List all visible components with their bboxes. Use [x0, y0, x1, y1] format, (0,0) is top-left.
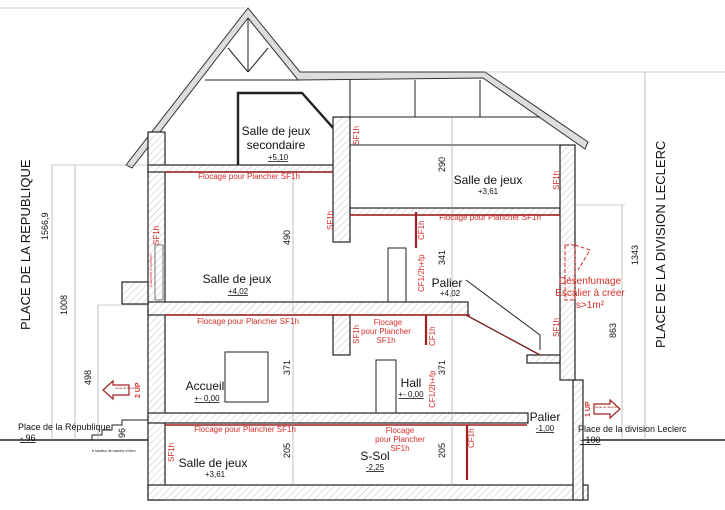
- dim-290: 290: [437, 157, 447, 172]
- room-level: +- 0,00: [398, 390, 424, 399]
- room-level: +4,02: [440, 289, 461, 298]
- dim-341: 341: [437, 250, 447, 265]
- roof: [0, 7, 725, 169]
- dim-1008: 1008: [59, 295, 69, 315]
- street-title-left: PLACE DE LA REPUBLIQUE: [18, 159, 33, 330]
- room-name: Hall: [401, 376, 422, 390]
- sf1h-label: SF1h: [352, 325, 361, 344]
- room-name: Palier: [530, 410, 561, 424]
- room-name: Salle de jeux: [454, 173, 523, 187]
- fire-note-flocage-l1: Flocage: [386, 426, 415, 435]
- dim-1343: 1343: [630, 245, 640, 265]
- dim-96: 96: [117, 428, 127, 438]
- room-name: Accueil: [186, 379, 225, 393]
- sf1h-label: SF1h: [167, 443, 176, 462]
- sf1h-label: SF1h: [326, 211, 335, 230]
- fire-note-flocage-l3: SF1h: [390, 444, 409, 453]
- exit-units: 2 UP: [135, 382, 142, 398]
- fire-note-flocage-l1: Flocage: [374, 318, 403, 327]
- exit-arrow-icon: [102, 379, 130, 401]
- dim-371-a: 371: [282, 360, 292, 375]
- walls: [0, 116, 725, 501]
- cf1h-label: CF1h: [467, 428, 476, 448]
- room-name-line2: secondaire: [247, 138, 306, 152]
- dim-205-a: 205: [282, 443, 292, 458]
- room-name: Salle de jeux: [203, 272, 272, 286]
- street-level-left: - 96: [20, 433, 36, 443]
- dim-total-left: 1566,9: [40, 212, 50, 240]
- sf1h-label: SF1h: [552, 171, 561, 190]
- cf1h-label: CF1h: [428, 326, 437, 346]
- street-name-right: Place de la division Leclerc: [578, 424, 687, 434]
- room-level: -2,25: [366, 463, 385, 472]
- smoke-vent-note-l3: s>1m²: [576, 300, 605, 311]
- exit-label: Issue de Secours: [595, 405, 619, 409]
- room-level: +4,02: [228, 287, 249, 296]
- cf-half-label: CF1/2h+fp: [428, 370, 437, 408]
- sf1h-label: SF1h: [552, 318, 561, 337]
- room-level: +- 0,00: [194, 394, 220, 403]
- room-level: -1,00: [536, 424, 555, 433]
- street-name-left: Place de la République: [18, 422, 111, 432]
- emergency-exit-left: Issue de Secours 2 UP: [102, 379, 142, 401]
- fire-note-flocage-l3: SF1h: [376, 336, 395, 345]
- dim-498: 498: [83, 370, 93, 385]
- stair-note: 6 hauteur de marche x16cm: [92, 449, 136, 453]
- room-name: S-Sol: [360, 449, 389, 463]
- room-level: +3,61: [478, 187, 499, 196]
- cf-half-label: CF1/2h+fp: [417, 254, 426, 292]
- smoke-vent-note-l1: Désenfumage: [559, 276, 622, 287]
- room-level: +5,10: [268, 153, 289, 162]
- fire-note-flocage: Flocage pour Plancher SF1h: [198, 172, 300, 181]
- fire-note-flocage: Flocage pour Plancher SF1h: [197, 317, 299, 326]
- exit-label: Issue de Secours: [115, 386, 139, 390]
- exit-arrow-icon: [593, 398, 621, 420]
- sf1h-label: SF1h: [352, 126, 361, 145]
- fire-note-flocage-l2: pour Plancher: [375, 435, 425, 444]
- room-name: Palier: [432, 276, 463, 290]
- dim-490: 490: [282, 230, 292, 245]
- fire-note-flocage: Flocage pour Plancher SF1h: [439, 213, 541, 222]
- room-name: Salle de jeux: [179, 456, 248, 470]
- dim-205-b: 205: [437, 443, 447, 458]
- cf1h-label: CF1h: [417, 220, 426, 240]
- room-level: +3,61: [205, 470, 226, 479]
- street-level-right: - 100: [580, 435, 601, 445]
- sf1h-label: SF1h: [152, 226, 161, 245]
- dimension-lines: [51, 72, 646, 485]
- sliding-opening-note: Ouverture à coulisser: [149, 253, 153, 287]
- smoke-vent-note-l2: Escalier à créer: [555, 288, 625, 299]
- street-title-right: PLACE DE LA DIVISION LECLERC: [653, 141, 668, 348]
- fire-note-flocage-l2: pour Plancher: [361, 327, 411, 336]
- dim-863: 863: [608, 323, 618, 338]
- fire-note-flocage: Flocage pour Plancher SF1h: [194, 425, 296, 434]
- emergency-exit-right: Issue de Secours 1 UP: [585, 398, 621, 420]
- exit-units: 1 UP: [585, 401, 592, 417]
- exterior-steps: [91, 419, 148, 440]
- dim-371-b: 371: [437, 360, 447, 375]
- room-name: Salle de jeux: [242, 124, 311, 138]
